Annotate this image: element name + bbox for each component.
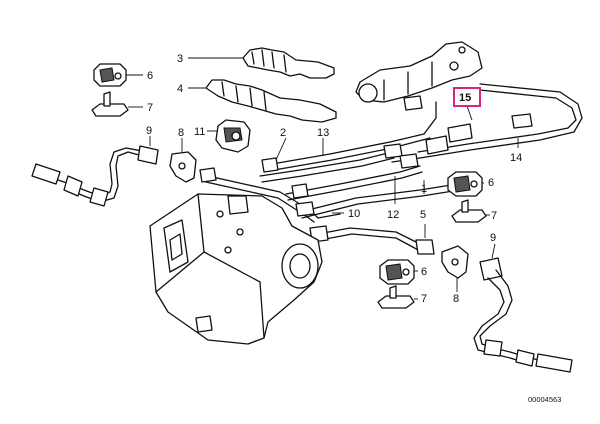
abs-hydraulic-unit [149,193,323,345]
master-cylinder [355,41,483,103]
label-part-7-right: 7 [491,210,497,222]
label-part-9-left: 9 [146,125,152,137]
clip-holder-4 [205,79,337,123]
brake-line-13 [261,95,437,173]
brake-hose-9-left [31,145,159,207]
clip-6-right [447,171,483,197]
bracket-8-left [169,151,197,183]
bracket-7-bottom [377,285,415,309]
label-part-7-bottom: 7 [421,293,427,305]
bracket-8-right [441,245,469,279]
label-part-4: 4 [177,83,183,95]
label-part-10: 10 [348,208,360,220]
brake-hose-9-right [473,257,573,373]
label-part-12: 12 [387,209,399,221]
diagram-reference-number: 00004563 [528,395,561,404]
label-part-13: 13 [317,127,329,139]
label-part-7-top: 7 [147,102,153,114]
bracket-7-top-left [91,91,129,117]
label-part-8-right: 8 [453,293,459,305]
brake-line-12 [285,113,533,201]
grommet-11 [215,119,251,153]
label-part-2: 2 [280,127,286,139]
label-part-11: 11 [194,126,205,138]
label-part-1: 1 [421,183,427,195]
label-part-8-left: 8 [178,127,184,139]
label-part-6-top: 6 [147,70,153,82]
clip-6-bottom [379,259,415,285]
highlight-box-part-15[interactable] [453,87,481,107]
label-part-15[interactable]: 15 [459,92,471,104]
brake-line-10 [199,167,341,223]
brake-line-5 [309,225,435,255]
label-part-6-bottom: 6 [421,266,427,278]
label-part-5: 5 [420,209,426,221]
clip-6-top-left [93,63,127,87]
label-part-9-right: 9 [490,232,496,244]
clip-holder-3 [242,47,335,79]
brake-line-1 [291,181,473,219]
bracket-7-right [451,199,487,223]
brake-line-14 [391,83,583,163]
label-part-14: 14 [510,152,522,164]
label-part-6-right: 6 [488,177,494,189]
label-part-3: 3 [177,53,183,65]
